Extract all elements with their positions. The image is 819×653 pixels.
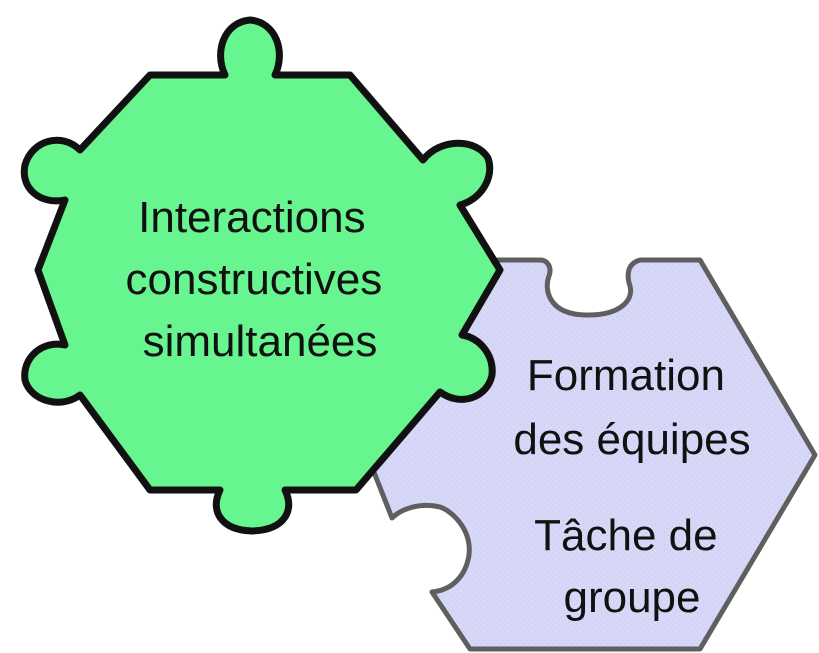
green-piece-line-2: constructives [126, 255, 383, 304]
green-piece-text: Interactions constructives simultanées [126, 193, 395, 366]
green-piece-line-3: simultanées [143, 317, 378, 366]
lavender-piece-line-1: Formation [527, 351, 725, 400]
lavender-piece-line-2: des équipes [513, 415, 750, 464]
lavender-piece-text-group-2: Tâche de groupe [534, 511, 730, 622]
lavender-piece-line-4: groupe [563, 573, 700, 622]
lavender-piece-text-group-1: Formation des équipes [513, 351, 750, 464]
green-puzzle-piece [20, 16, 504, 535]
green-piece-shape [20, 16, 504, 535]
green-piece-line-1: Interactions [138, 193, 365, 242]
lavender-piece-line-3: Tâche de [534, 511, 717, 560]
